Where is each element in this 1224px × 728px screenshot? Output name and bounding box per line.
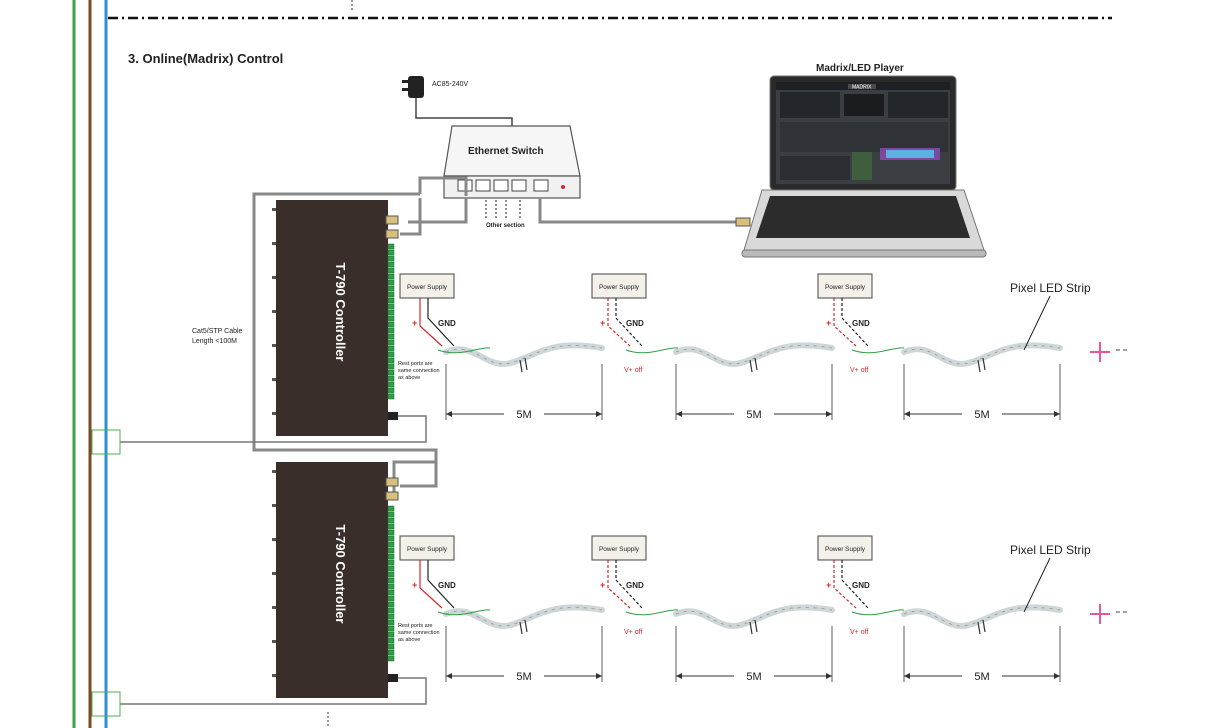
led-strip-segment bbox=[443, 342, 605, 367]
v-off-label: V+ off bbox=[624, 629, 642, 636]
power-supply-box bbox=[817, 273, 873, 299]
v-off-label: V+ off bbox=[850, 367, 868, 374]
power-supply-label: Power Supply bbox=[825, 284, 866, 291]
power-supply-label: Power Supply bbox=[825, 546, 866, 553]
madrix-logo-text: MADRIX bbox=[852, 85, 872, 91]
pixel-strip-label: Pixel LED Strip bbox=[1010, 281, 1091, 295]
controller-body bbox=[276, 462, 388, 698]
pixel-strip-label: Pixel LED Strip bbox=[1010, 543, 1091, 557]
led-strip-segment bbox=[443, 604, 605, 629]
ethernet-switch: Ethernet Switch Other section bbox=[443, 125, 581, 229]
power-supply-label: Power Supply bbox=[599, 546, 640, 553]
segment-length-label: 5M bbox=[746, 671, 761, 683]
segment-length-label: 5M bbox=[516, 671, 531, 683]
rest-ports-note: as above bbox=[398, 375, 420, 381]
rest-ports-note: as above bbox=[398, 637, 420, 643]
cable-label-line1: Cat5/STP Cable bbox=[192, 328, 243, 335]
plus-label: + bbox=[826, 580, 831, 590]
led-strip-segment bbox=[673, 342, 835, 367]
laptop-title: Madrix/LED Player bbox=[816, 63, 904, 74]
daisy-chain-cable bbox=[252, 192, 438, 488]
v-off-label: V+ off bbox=[850, 629, 868, 636]
power-supply-label: Power Supply bbox=[407, 546, 448, 553]
cable-label-line2: Length <100M bbox=[192, 338, 237, 345]
rest-ports-note: same connection bbox=[398, 368, 440, 374]
power-supply-box bbox=[817, 535, 873, 561]
controller-body bbox=[276, 200, 388, 436]
rest-ports-note: same connection bbox=[398, 630, 440, 636]
power-supply-box bbox=[399, 535, 455, 561]
gnd-label: GND bbox=[852, 319, 870, 328]
gnd-label: GND bbox=[852, 581, 870, 590]
adapter-label: AC85-240V bbox=[432, 81, 469, 88]
power-supply-label: Power Supply bbox=[407, 284, 448, 291]
gnd-label: GND bbox=[438, 581, 456, 590]
power-supply-box bbox=[591, 535, 647, 561]
rest-ports-note: Rest ports are bbox=[398, 623, 433, 629]
controller-name: T-790 Controller bbox=[333, 525, 348, 624]
power-supply-box bbox=[591, 273, 647, 299]
v-off-label: V+ off bbox=[624, 367, 642, 374]
rest-ports-note: Rest ports are bbox=[398, 361, 433, 367]
gnd-label: GND bbox=[626, 581, 644, 590]
laptop: Madrix/LED Player MADRIX bbox=[741, 63, 987, 258]
led-strip-segment bbox=[901, 604, 1063, 629]
plus-label: + bbox=[600, 318, 605, 328]
switch-controller-cable bbox=[408, 198, 468, 224]
led-strip-segment bbox=[901, 342, 1063, 367]
plus-label: + bbox=[826, 318, 831, 328]
switch-label: Ethernet Switch bbox=[468, 146, 544, 157]
gnd-label: GND bbox=[626, 319, 644, 328]
power-adapter: AC85-240V bbox=[402, 76, 513, 126]
segment-length-label: 5M bbox=[746, 409, 761, 421]
plus-label: + bbox=[412, 318, 417, 328]
led-strip-segment bbox=[673, 604, 835, 629]
laptop-network-cable bbox=[538, 198, 740, 224]
plus-label: + bbox=[412, 580, 417, 590]
segment-length-label: 5M bbox=[516, 409, 531, 421]
power-supply-label: Power Supply bbox=[599, 284, 640, 291]
plus-label: + bbox=[600, 580, 605, 590]
gnd-label: GND bbox=[438, 319, 456, 328]
other-section-label: Other section bbox=[486, 223, 525, 229]
power-supply-box bbox=[399, 273, 455, 299]
section-title: 3. Online(Madrix) Control bbox=[128, 51, 283, 66]
segment-length-label: 5M bbox=[974, 409, 989, 421]
controller-name: T-790 Controller bbox=[333, 263, 348, 362]
segment-length-label: 5M bbox=[974, 671, 989, 683]
